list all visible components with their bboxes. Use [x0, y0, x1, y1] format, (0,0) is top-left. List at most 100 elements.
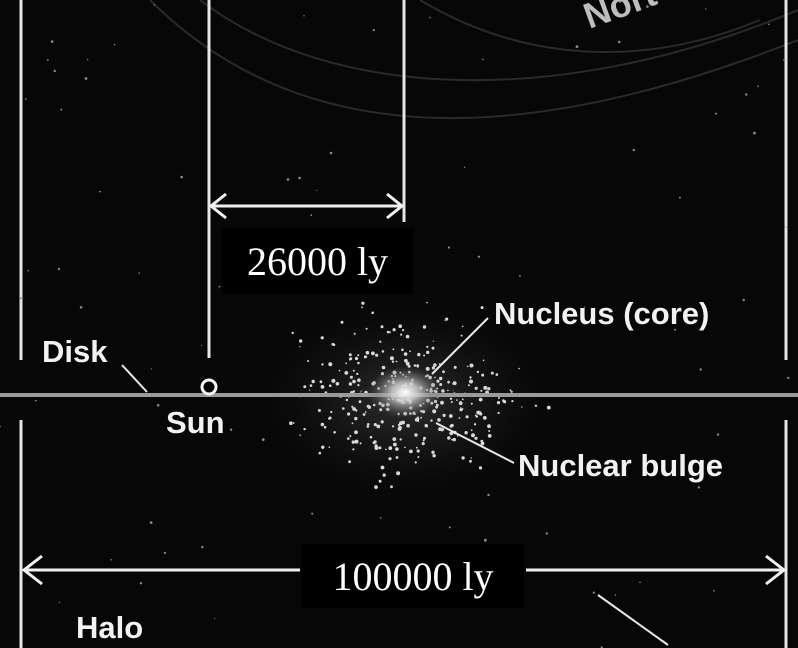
star: [395, 456, 399, 459]
star: [34, 399, 37, 402]
star: [303, 427, 306, 431]
star: [139, 582, 143, 585]
star: [422, 325, 427, 329]
star: [328, 384, 332, 388]
star: [484, 538, 487, 542]
star: [458, 417, 461, 419]
star: [483, 385, 488, 390]
star: [713, 590, 715, 592]
star: [27, 269, 30, 272]
star: [386, 330, 390, 334]
star: [354, 430, 358, 435]
star: [421, 442, 425, 446]
sun-distance-arrow: [208, 192, 405, 220]
star: [374, 485, 378, 489]
star: [352, 407, 356, 411]
star: [379, 517, 382, 519]
nucleus-pointer: [431, 317, 489, 375]
star: [371, 311, 375, 315]
star: [497, 397, 500, 399]
star: [440, 427, 445, 432]
star: [465, 415, 469, 419]
star: [429, 16, 431, 19]
star: [442, 370, 445, 374]
star: [299, 434, 302, 437]
star: [110, 559, 112, 561]
star: [458, 401, 463, 406]
star: [426, 345, 429, 348]
star: [401, 348, 404, 352]
star: [425, 424, 429, 428]
star: [395, 447, 399, 451]
star: [478, 397, 483, 402]
star: [328, 446, 331, 449]
star: [409, 350, 411, 353]
star: [469, 379, 473, 384]
star: [357, 354, 360, 357]
star: [546, 405, 551, 410]
star: [460, 407, 462, 409]
star: [768, 23, 770, 26]
star: [357, 361, 360, 365]
star: [520, 406, 523, 408]
star: [379, 340, 382, 343]
star: [218, 285, 221, 288]
star: [113, 43, 116, 46]
star: [331, 342, 335, 346]
star: [480, 439, 484, 443]
star: [310, 214, 313, 217]
star: [99, 190, 101, 193]
star: [447, 380, 450, 384]
nucleus-label: Nucleus (core): [494, 296, 710, 331]
star: [447, 389, 449, 392]
star: [402, 329, 405, 332]
star: [289, 421, 293, 426]
star: [482, 416, 487, 420]
star: [357, 384, 360, 387]
star: [19, 297, 22, 300]
star: [60, 108, 63, 111]
star: [365, 350, 370, 355]
star: [545, 532, 548, 535]
star: [351, 405, 354, 408]
star: [495, 373, 499, 376]
star: [403, 352, 408, 356]
star: [299, 339, 303, 343]
star: [469, 363, 474, 368]
star: [261, 438, 265, 441]
star: [352, 390, 356, 393]
star: [510, 390, 513, 393]
star: [448, 526, 451, 529]
star: [474, 436, 478, 440]
star: [351, 440, 355, 444]
halo-label: Halo: [76, 610, 144, 645]
star: [298, 345, 301, 348]
star: [442, 413, 446, 417]
star: [476, 370, 480, 374]
star: [371, 351, 375, 356]
star: [333, 431, 336, 434]
star: [414, 461, 417, 464]
star: [360, 390, 363, 392]
disk-pointer: [121, 364, 148, 393]
star: [461, 325, 464, 328]
star: [328, 362, 333, 367]
star: [482, 359, 485, 362]
star: [180, 175, 183, 179]
star: [392, 328, 396, 332]
star: [398, 324, 403, 329]
star: [479, 412, 483, 416]
star: [378, 479, 382, 483]
star: [753, 131, 756, 135]
star: [423, 436, 426, 440]
star: [473, 423, 477, 426]
star: [86, 58, 89, 61]
star: [487, 424, 491, 429]
star: [496, 401, 501, 405]
star: [699, 368, 702, 371]
star: [373, 423, 377, 427]
star: [487, 434, 492, 438]
star: [316, 189, 318, 191]
star: [431, 450, 435, 454]
